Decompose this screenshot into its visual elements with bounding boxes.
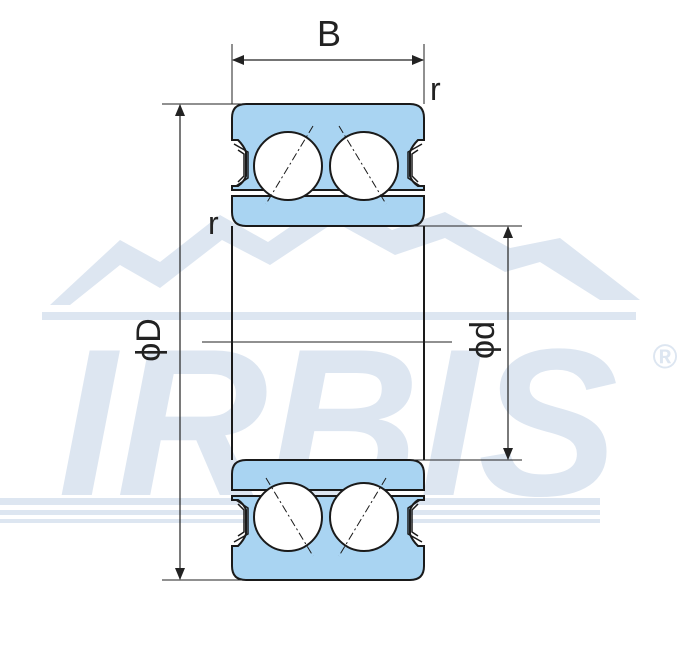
ball-top-left [253,131,323,201]
watermark-registered-mark: ® [652,338,678,376]
dimension-outer-diameter: ϕD [130,103,246,581]
radius-label-left: r [208,205,219,241]
seal-left-bottom [233,499,249,543]
contact-line-top-right [338,125,387,205]
ball-bottom-right [329,482,399,552]
dimension-width: B [231,13,425,104]
radius-label-top: r [430,71,441,107]
bearing-top-section [231,103,425,227]
dimension-width-label: B [317,13,341,54]
ball-top-right [329,131,399,201]
inner-ring-top [231,195,425,227]
contact-line-bottom-right [338,477,387,557]
ball-bottom-left [253,482,323,552]
seal-right-top [407,143,423,187]
watermark-bar-top [42,312,636,320]
watermark-logo: IRBIS ® [0,196,678,540]
contact-line-top-left [265,125,314,205]
bearing-bottom-section [231,459,425,581]
seal-left-top [233,143,249,187]
dimension-outer-diameter-label: ϕD [130,318,168,362]
seal-right-bottom [407,499,423,543]
contact-line-bottom-left [265,477,314,557]
dimension-inner-diameter-label: ϕd [464,321,502,359]
bearing-bore [202,226,452,460]
dimension-inner-diameter: ϕd [410,225,522,461]
inner-ring-bottom [231,459,425,491]
